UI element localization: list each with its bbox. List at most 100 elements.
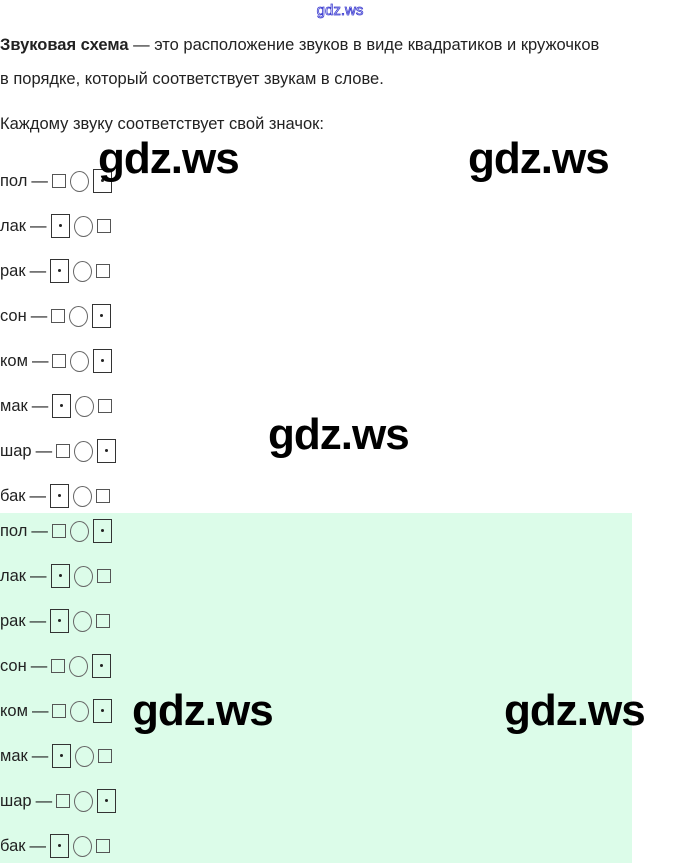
dotted-box-symbol bbox=[50, 609, 70, 633]
square-symbol bbox=[96, 264, 111, 278]
dotted-box-symbol bbox=[92, 654, 112, 678]
dash: — bbox=[30, 566, 47, 585]
circle-symbol bbox=[74, 440, 94, 462]
square-symbol bbox=[98, 399, 113, 413]
word: сон bbox=[0, 656, 27, 675]
circle-symbol bbox=[69, 170, 89, 192]
dash: — bbox=[30, 216, 47, 235]
dash: — bbox=[31, 351, 49, 370]
dash: — bbox=[30, 656, 48, 675]
word: мак bbox=[0, 396, 28, 415]
dash: — bbox=[31, 701, 49, 720]
square-symbol bbox=[96, 569, 111, 583]
dotted-box-symbol bbox=[52, 394, 72, 418]
square-symbol bbox=[95, 839, 110, 853]
header-watermark: gdz.ws bbox=[316, 2, 364, 20]
dotted-box-symbol bbox=[92, 519, 112, 543]
word: лак bbox=[0, 566, 27, 585]
word-scheme-row: пол— bbox=[0, 516, 116, 546]
intro-line-2: в порядке, который соответствует звукам … bbox=[0, 70, 384, 88]
circle-symbol bbox=[73, 610, 93, 632]
word: шар bbox=[0, 791, 32, 810]
dotted-box-symbol bbox=[50, 564, 70, 588]
square-symbol bbox=[96, 219, 111, 233]
square-symbol bbox=[98, 749, 113, 763]
dash: — bbox=[35, 441, 53, 460]
dash: — bbox=[31, 521, 48, 540]
circle-symbol bbox=[73, 215, 93, 237]
square-symbol bbox=[51, 659, 66, 673]
word: ком bbox=[0, 351, 28, 370]
circle-symbol bbox=[69, 655, 89, 677]
dash: — bbox=[31, 396, 49, 415]
word: рак bbox=[0, 611, 26, 630]
square-symbol bbox=[56, 794, 71, 808]
circle-symbol bbox=[74, 790, 94, 812]
circle-symbol bbox=[70, 700, 90, 722]
word-scheme-row: рак— bbox=[0, 606, 114, 636]
circle-symbol bbox=[72, 835, 92, 857]
watermark: gdz.ws bbox=[98, 134, 240, 183]
word-scheme-row: шар— bbox=[0, 786, 120, 816]
circle-symbol bbox=[75, 745, 95, 767]
dotted-box-symbol bbox=[49, 484, 69, 508]
circle-symbol bbox=[72, 485, 92, 507]
word-scheme-row: ком— bbox=[0, 696, 116, 726]
dotted-box-symbol bbox=[97, 789, 117, 813]
dotted-box-symbol bbox=[92, 304, 112, 328]
word: пол bbox=[0, 171, 28, 190]
circle-symbol bbox=[73, 565, 93, 587]
intro-line-3: Каждому звуку соответствует свой значок: bbox=[0, 115, 324, 133]
square-symbol bbox=[52, 704, 67, 718]
circle-symbol bbox=[70, 350, 90, 372]
word: пол bbox=[0, 521, 28, 540]
intro-line-1: Звуковая схема — это расположение звуков… bbox=[0, 36, 599, 55]
word: шар bbox=[0, 441, 32, 460]
dotted-box-symbol bbox=[97, 439, 117, 463]
dash: — bbox=[29, 836, 46, 855]
term: Звуковая схема bbox=[0, 36, 129, 54]
word-scheme-row: лак— bbox=[0, 561, 115, 591]
word-scheme-row: мак— bbox=[0, 391, 116, 421]
dash: — bbox=[31, 171, 48, 190]
word: ком bbox=[0, 701, 28, 720]
dash: — bbox=[35, 791, 53, 810]
word-scheme-row: лак— bbox=[0, 211, 115, 241]
watermark: gdz.ws bbox=[268, 410, 410, 459]
highlighted-answer-block bbox=[0, 513, 632, 863]
word-scheme-row: рак— bbox=[0, 256, 114, 286]
word-scheme-row: сон— bbox=[0, 651, 115, 681]
dotted-box-symbol bbox=[52, 744, 72, 768]
watermark: gdz.ws bbox=[468, 134, 610, 183]
word-scheme-row: бак— bbox=[0, 831, 114, 861]
word-scheme-row: сон— bbox=[0, 301, 115, 331]
word: мак bbox=[0, 746, 28, 765]
word-scheme-row: пол— bbox=[0, 166, 116, 196]
square-symbol bbox=[96, 614, 111, 628]
square-symbol bbox=[51, 174, 66, 188]
word-scheme-row: ком— bbox=[0, 346, 116, 376]
circle-symbol bbox=[75, 395, 95, 417]
watermark: gdz.ws bbox=[504, 686, 646, 735]
dash: — bbox=[30, 306, 48, 325]
square-symbol bbox=[95, 489, 110, 503]
dotted-box-symbol bbox=[92, 169, 112, 193]
word: лак bbox=[0, 216, 27, 235]
circle-symbol bbox=[69, 305, 89, 327]
dotted-box-symbol bbox=[93, 699, 113, 723]
square-symbol bbox=[51, 524, 66, 538]
dash: — bbox=[29, 611, 47, 630]
dotted-box-symbol bbox=[93, 349, 113, 373]
word: бак bbox=[0, 486, 26, 505]
watermark: gdz.ws bbox=[132, 686, 274, 735]
square-symbol bbox=[52, 354, 67, 368]
square-symbol bbox=[51, 309, 66, 323]
circle-symbol bbox=[69, 520, 89, 542]
dash: — bbox=[29, 261, 47, 280]
dotted-box-symbol bbox=[50, 214, 70, 238]
word-scheme-row: мак— bbox=[0, 741, 116, 771]
word-scheme-row: шар— bbox=[0, 436, 120, 466]
dash: — bbox=[31, 746, 49, 765]
dotted-box-symbol bbox=[50, 259, 70, 283]
word: сон bbox=[0, 306, 27, 325]
